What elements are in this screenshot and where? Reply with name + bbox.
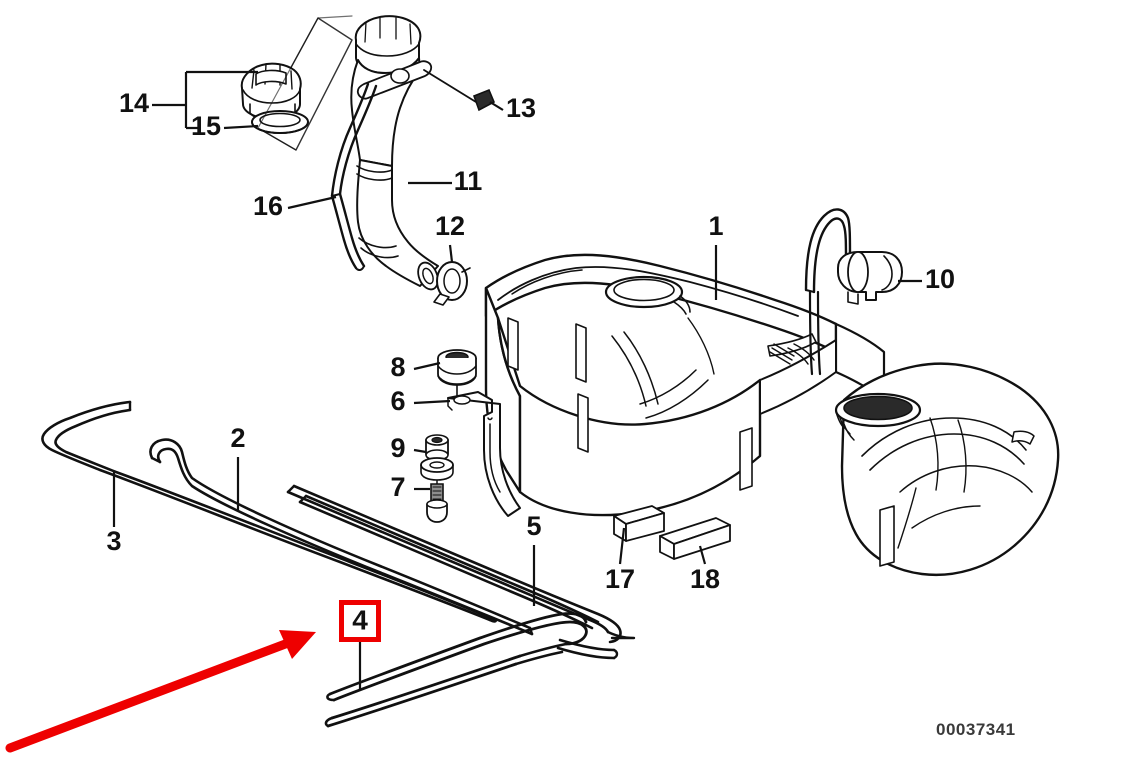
callout-label-11: 11 <box>454 166 483 196</box>
fuel-lines-group <box>41 400 636 728</box>
leader-6 <box>413 399 451 405</box>
retaining-clip-10 <box>837 251 903 305</box>
callout-label-1: 1 <box>708 211 723 241</box>
fuel-cap-assembly-group <box>240 17 353 151</box>
callout-label-7: 7 <box>390 472 405 502</box>
mounting-hardware-group <box>420 349 521 523</box>
leader-9 <box>413 448 427 454</box>
callout-label-14: 14 <box>119 88 149 118</box>
callout-label-16: 16 <box>253 191 283 221</box>
fuel-tank-body <box>484 253 886 517</box>
leader-15 <box>223 124 259 130</box>
fuel-tank-right-lobe <box>834 362 1060 577</box>
hose-clamp-12 <box>433 261 471 306</box>
callout-label-9: 9 <box>390 433 405 463</box>
callout-label-6: 6 <box>390 386 405 416</box>
callout-label-15: 15 <box>191 111 221 141</box>
red-arrow-icon <box>5 630 316 753</box>
leader-12 <box>448 244 454 263</box>
foam-pads-group <box>613 505 731 560</box>
leader-8 <box>413 361 441 371</box>
callout-label-13: 13 <box>506 93 536 123</box>
leader-18 <box>698 545 707 565</box>
callout-label-3: 3 <box>106 526 121 556</box>
callout-label-2: 2 <box>230 423 245 453</box>
leader-16 <box>287 195 337 210</box>
leader-17 <box>618 527 626 565</box>
callout-label-10: 10 <box>925 264 955 294</box>
bracket-14 <box>152 70 258 130</box>
diagram-number: 00037341 <box>936 720 1016 739</box>
callout-label-18: 18 <box>690 564 720 594</box>
highlight-number-4: 4 <box>352 604 368 635</box>
callout-label-12: 12 <box>435 211 465 241</box>
callout-layer: 1 2 3 5 6 7 8 9 10 11 12 13 14 15 16 17 … <box>106 70 955 690</box>
callout-label-17: 17 <box>605 564 635 594</box>
callout-label-8: 8 <box>390 352 405 382</box>
leader-13 <box>489 101 504 111</box>
callout-label-5: 5 <box>526 511 541 541</box>
red-highlight-annotation: 4 <box>5 600 381 753</box>
tank-vent-arch <box>804 208 903 376</box>
callout-highlight-box-4: 4 <box>339 600 381 642</box>
filler-neck-group <box>257 15 496 306</box>
